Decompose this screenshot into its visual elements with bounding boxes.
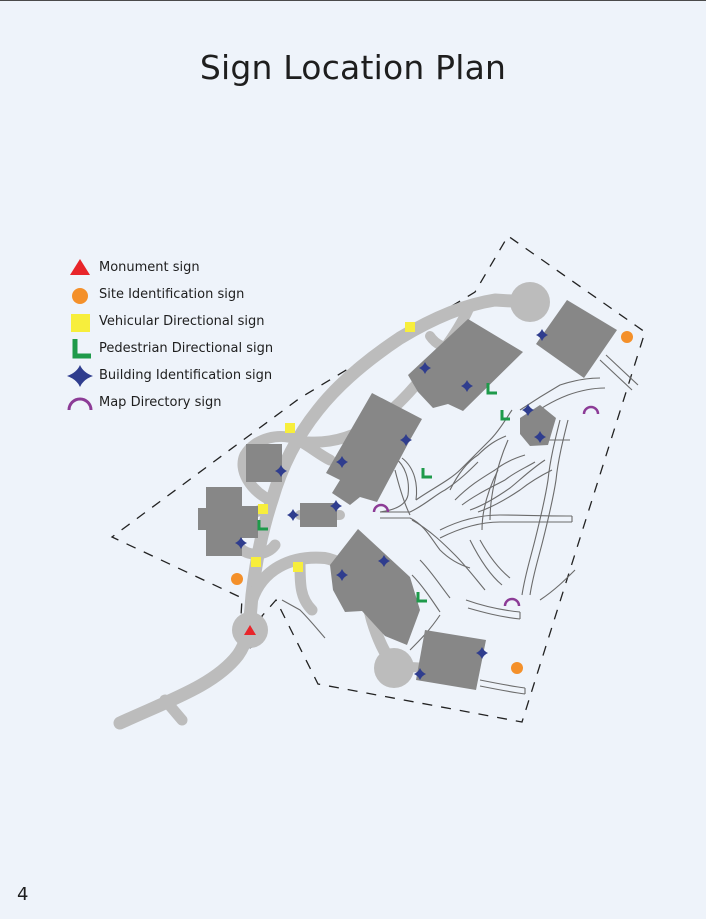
pedestrian-directional-signs	[257, 383, 510, 603]
building-identification-sign	[378, 555, 390, 567]
top-rule	[0, 0, 706, 1]
building-identification-sign	[461, 380, 473, 392]
legend-label: Pedestrian Directional sign	[99, 341, 274, 356]
site-boundary	[110, 235, 646, 723]
vehicular-directional-signs	[251, 322, 415, 572]
map-directory-signs	[372, 405, 600, 607]
pedestrian-directional-sign	[257, 520, 268, 531]
map-directory-sign	[372, 503, 390, 513]
legend-label: Vehicular Directional sign	[99, 314, 265, 329]
building-southeast	[416, 630, 486, 690]
building-north	[408, 319, 523, 411]
building-identification-sign	[287, 509, 299, 521]
south-turnaround	[374, 648, 414, 688]
vehicular-directional-sign-icon	[71, 314, 90, 332]
vehicular-directional-sign	[258, 504, 268, 514]
site-identification-sign	[231, 573, 243, 585]
building-identification-sign	[536, 329, 548, 341]
legend-label: Monument sign	[99, 260, 200, 275]
page-number: 4	[17, 884, 29, 905]
page-title: Sign Location Plan	[199, 48, 507, 87]
vehicular-directional-sign	[293, 562, 303, 572]
pedestrian-directional-sign	[416, 592, 427, 603]
building-identification-sign	[336, 569, 348, 581]
building-identification-sign	[330, 500, 342, 512]
pedestrian-directional-sign	[421, 468, 432, 479]
legend-label: Building Identification sign	[99, 368, 273, 383]
building-identification-sign	[419, 362, 431, 374]
site-identification-sign-icon	[72, 288, 88, 304]
map-directory-sign	[503, 597, 521, 607]
vehicular-directional-sign	[251, 557, 261, 567]
building-south	[330, 529, 420, 645]
building-identification-sign-icon	[67, 365, 93, 387]
monument-sign	[244, 625, 256, 635]
building-center	[326, 393, 422, 505]
building-identification-sign	[522, 404, 534, 416]
building-west	[198, 487, 258, 556]
building-identification-sign	[275, 465, 287, 477]
building-identification-sign	[476, 647, 488, 659]
pedestrian-directional-sign	[500, 410, 510, 421]
building-identification-sign	[414, 668, 426, 680]
building-northeast	[536, 300, 617, 378]
building-northwest-small	[246, 444, 282, 482]
building-identification-sign	[235, 537, 247, 549]
map-directory-sign	[582, 405, 600, 415]
buildings	[198, 300, 617, 690]
site-identification-sign	[621, 331, 633, 343]
site-identification-sign	[511, 662, 523, 674]
legend-label: Site Identification sign	[99, 287, 245, 302]
vehicular-directional-sign	[405, 322, 415, 332]
building-identification-sign	[400, 434, 412, 446]
main-entry-road	[113, 293, 535, 730]
building-identification-sign	[336, 456, 348, 468]
monument-sign-icon	[70, 259, 90, 275]
building-center-small	[300, 503, 337, 527]
pedestrian-directional-sign-icon	[72, 339, 91, 359]
north-turnaround	[510, 282, 550, 322]
map-directory-sign-icon	[67, 397, 93, 411]
entry-road-spur	[159, 694, 188, 726]
legend-label: Map Directory sign	[99, 395, 222, 410]
building-east-small	[520, 405, 556, 446]
footpaths	[281, 354, 639, 695]
building-identification-signs	[235, 329, 548, 680]
site-identification-signs	[231, 331, 633, 674]
vehicular-directional-sign	[285, 423, 295, 433]
pedestrian-directional-sign	[486, 383, 497, 395]
building-identification-sign	[534, 431, 546, 443]
